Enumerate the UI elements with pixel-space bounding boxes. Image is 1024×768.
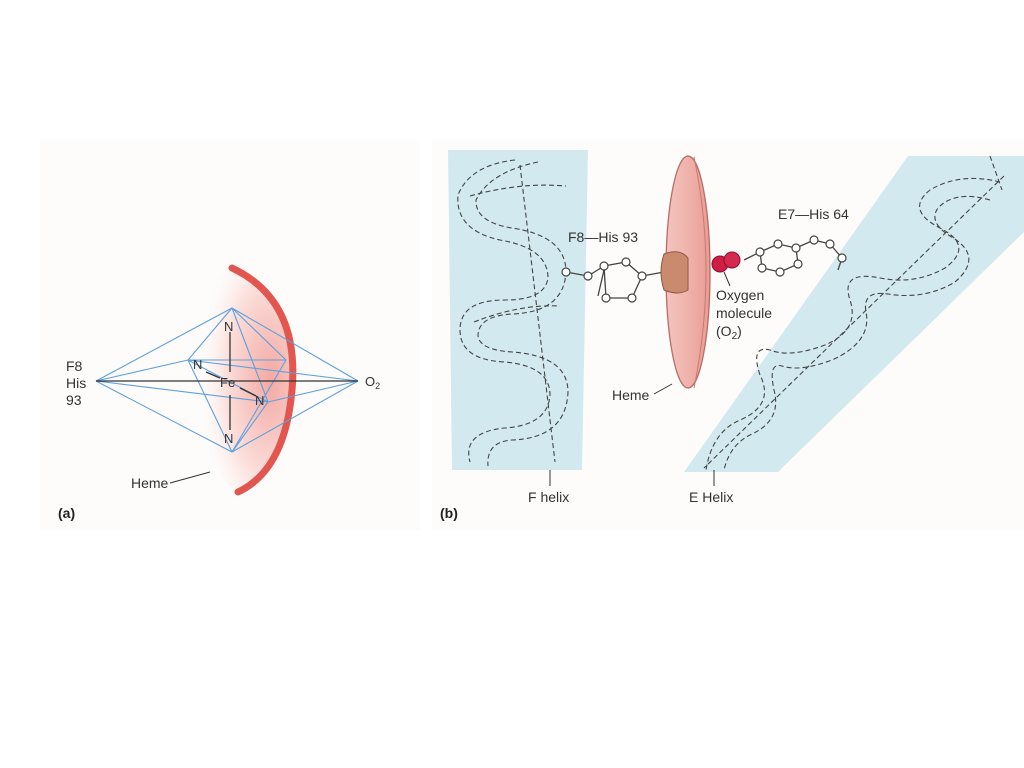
f-helix-coil (457, 159, 569, 467)
heme-edge-a (228, 264, 297, 496)
f8-his93-label-b: F8—His 93 (568, 229, 638, 245)
panel-a: N N Fe N N F8 His 93 O2 Heme (a) (58, 264, 380, 521)
his64-atoms (755, 235, 847, 277)
his93-atoms (561, 257, 647, 303)
iron-atom (660, 251, 689, 294)
oxygen-label-line2: molecule (716, 305, 772, 321)
n-right-atom: N (255, 393, 264, 408)
heme-label-b: Heme (612, 387, 650, 403)
f-helix-label: F helix (528, 489, 569, 505)
oxygen-label-line1: Oxygen (716, 287, 764, 303)
heme-leader-a (169, 471, 211, 484)
panel-b-label: (b) (440, 505, 458, 521)
oxygen-leader (723, 271, 731, 287)
n-left-atom: N (193, 357, 202, 372)
f8-his93-label-line1: F8 (66, 358, 83, 374)
e-helix-band (684, 156, 1024, 472)
n-top-atom: N (224, 319, 233, 334)
oxygen-atom-2 (723, 251, 741, 269)
e7-his64-label: E7—His 64 (778, 206, 849, 222)
o2-label-a: O2 (365, 374, 380, 391)
f8-his93-label-line2: His (66, 375, 86, 391)
heme-disk-rim (693, 156, 707, 389)
heme-leader-b (653, 383, 673, 395)
panel-a-label: (a) (58, 505, 75, 521)
heme-label-a: Heme (131, 475, 169, 491)
fe-bonds (96, 332, 358, 430)
e-helix-coil (703, 155, 1005, 471)
f8-his93-label-line3: 93 (66, 392, 82, 408)
e-helix-label: E Helix (689, 489, 733, 505)
panel-b: F8—His 93 E7—His 64 Oxygen molecule (O2)… (440, 150, 1024, 521)
f-helix-band (448, 150, 588, 470)
oxygen-label-line3: (O2) (716, 323, 742, 342)
heme-disk-a (191, 268, 293, 492)
n-bottom-atom: N (224, 431, 233, 446)
fe-atom: Fe (220, 375, 235, 390)
coordination-octahedron (95, 307, 359, 453)
